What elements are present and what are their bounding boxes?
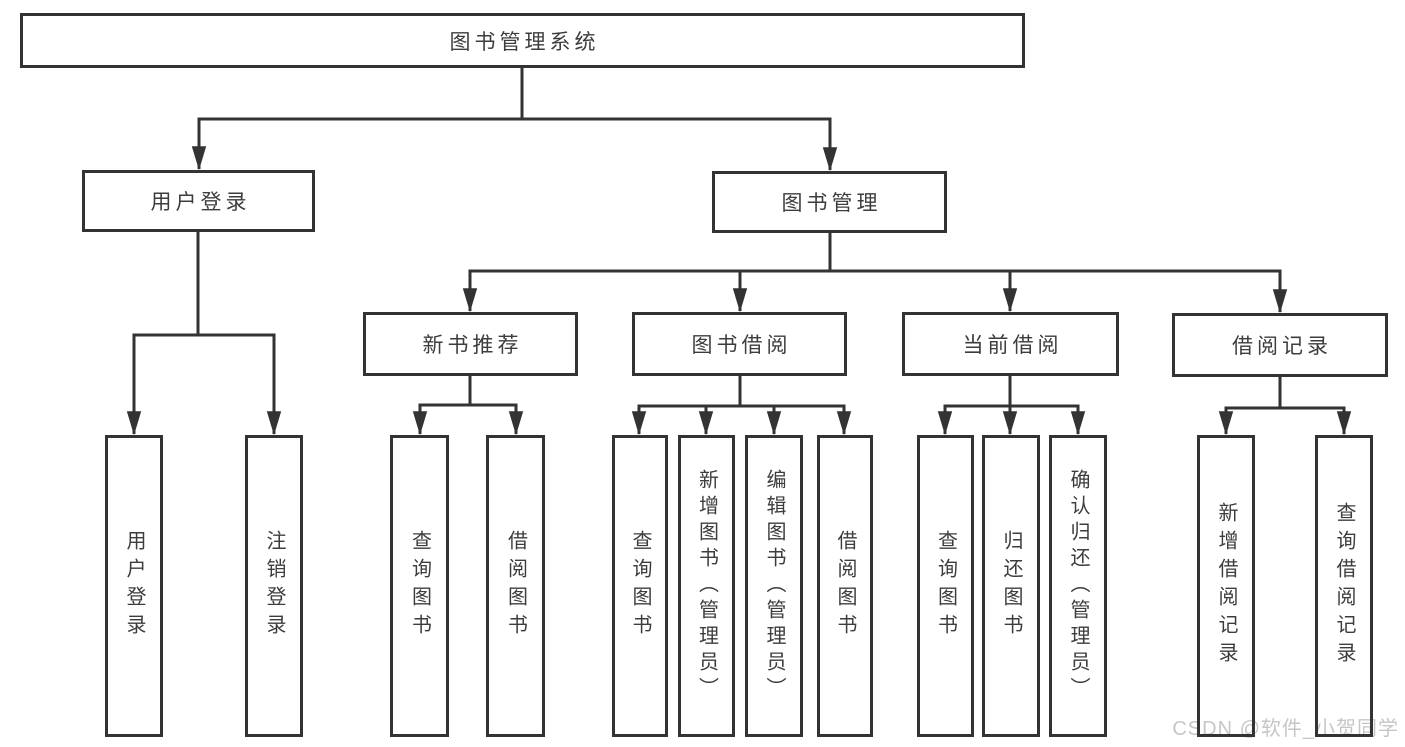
leaf-label: 查询图书 xyxy=(629,530,651,642)
node-book-borrowing: 图书借阅 xyxy=(632,312,847,376)
leaf-query-books-borrowing: 查询图书 xyxy=(612,435,668,737)
leaf-label: 查询图书 xyxy=(934,530,957,642)
leaf-label: 注销登录 xyxy=(263,530,285,642)
leaf-label: 归还图书 xyxy=(1000,530,1022,642)
leaf-query-books-recommend: 查询图书 xyxy=(390,435,449,737)
leaf-borrow-books-borrowing: 借阅图书 xyxy=(817,435,873,737)
leaf-label: 借阅图书 xyxy=(504,530,527,642)
leaf-label: 查询图书 xyxy=(408,530,431,642)
leaf-label: 确认归还（管理员） xyxy=(1067,469,1089,703)
leaf-label: 编辑图书（管理员） xyxy=(763,469,785,703)
node-book-management: 图书管理 xyxy=(712,171,947,233)
csdn-watermark: CSDN @软件_小贺同学 xyxy=(1172,718,1399,740)
node-borrowing-records: 借阅记录 xyxy=(1172,313,1388,377)
leaf-confirm-return-admin: 确认归还（管理员） xyxy=(1049,435,1107,737)
leaf-add-borrow-record: 新增借阅记录 xyxy=(1197,435,1255,737)
leaf-label: 新增借阅记录 xyxy=(1215,502,1237,670)
leaf-query-books-current: 查询图书 xyxy=(917,435,974,737)
branch-trunks xyxy=(132,68,1346,410)
leaf-logout: 注销登录 xyxy=(245,435,303,737)
leaf-user-login: 用户登录 xyxy=(105,435,163,737)
node-library-system: 图书管理系统 xyxy=(20,13,1025,68)
leaf-return-books: 归还图书 xyxy=(982,435,1040,737)
node-current-borrowing: 当前借阅 xyxy=(902,312,1119,376)
leaf-label: 借阅图书 xyxy=(834,530,856,642)
leaf-borrow-books-recommend: 借阅图书 xyxy=(486,435,545,737)
leaf-add-book-admin: 新增图书（管理员） xyxy=(678,435,735,737)
branch-arrows xyxy=(126,119,1352,436)
leaf-label: 查询借阅记录 xyxy=(1333,502,1355,670)
node-new-book-recommendation: 新书推荐 xyxy=(363,312,578,376)
leaf-query-borrow-record: 查询借阅记录 xyxy=(1315,435,1373,737)
leaf-edit-book-admin: 编辑图书（管理员） xyxy=(745,435,803,737)
leaf-label: 新增图书（管理员） xyxy=(695,469,718,703)
leaf-label: 用户登录 xyxy=(123,530,145,642)
node-user-login: 用户登录 xyxy=(82,170,315,232)
